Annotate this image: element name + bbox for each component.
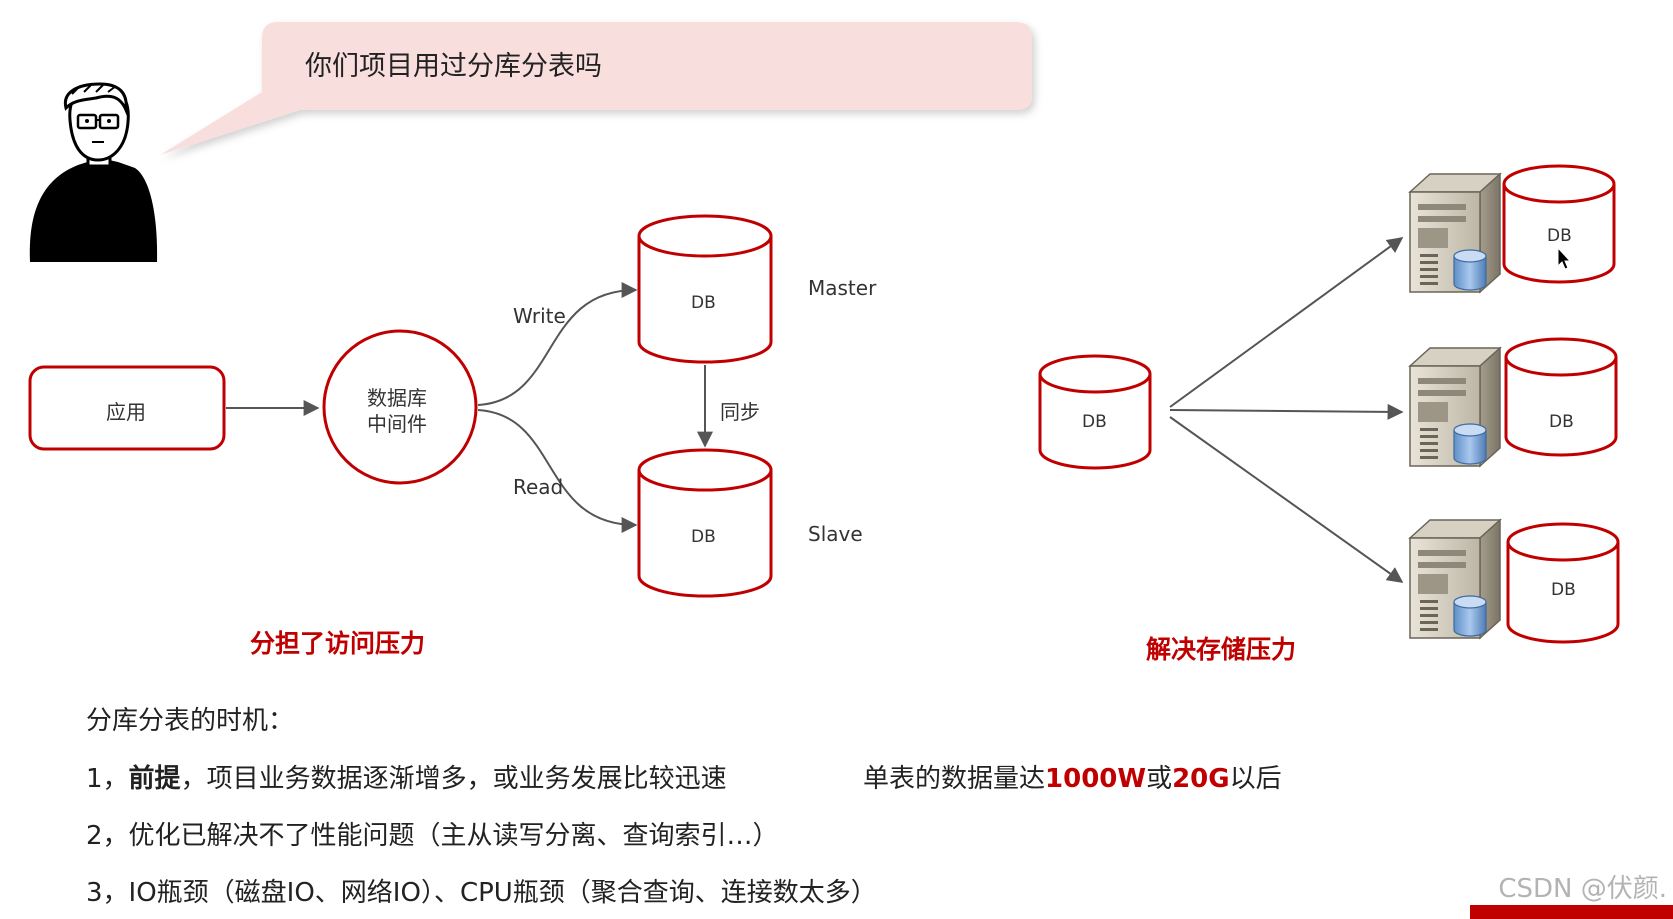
notes-item-3: 3，IO瓶颈（磁盘IO、网络IO）、CPU瓶颈（聚合查询、连接数太多）: [86, 878, 877, 908]
notes-heading: 分库分表的时机：: [86, 706, 295, 736]
notes-item-1: 1，前提，项目业务数据逐渐增多，或业务发展比较迅速: [86, 758, 727, 795]
threshold-text-3: 以后: [1229, 764, 1282, 794]
read-label: Read: [513, 475, 564, 499]
shard-db-cylinder: [1506, 522, 1620, 644]
threshold-rows: 1000W: [1045, 764, 1147, 794]
left-caption: 分担了访问压力: [250, 629, 426, 658]
notes-item-1-threshold: 单表的数据量达1000W或20G以后: [863, 758, 1282, 795]
threshold-size: 20G: [1172, 764, 1230, 794]
sync-label: 同步: [720, 400, 760, 424]
middleware-label-line2: 中间件: [367, 412, 427, 436]
shard-arrow-top: [1169, 237, 1404, 408]
corner-decoration: [1470, 905, 1673, 919]
shard-db-label: DB: [1547, 226, 1572, 246]
notes-item-1-text: ，项目业务数据逐渐增多，或业务发展比较迅速: [180, 764, 727, 794]
slave-db-label: DB: [691, 527, 716, 547]
read-arrow: [477, 409, 638, 533]
app-box: [28, 365, 226, 451]
shard-arrow-middle: [1169, 403, 1404, 420]
shard-db-label: DB: [1549, 412, 1574, 432]
notes-item-1-bold: 前提: [128, 764, 181, 794]
source-db-cylinder: [1038, 354, 1152, 470]
master-db-cylinder: [637, 214, 773, 364]
middleware-label-line1: 数据库: [367, 386, 427, 410]
shard-db-label: DB: [1551, 580, 1576, 600]
shard-db-cylinder: [1504, 337, 1618, 457]
slave-db-cylinder: [637, 448, 773, 598]
speech-bubble: [160, 22, 1032, 155]
right-caption: 解决存储压力: [1146, 635, 1297, 664]
shard-arrow-bottom: [1169, 416, 1404, 583]
master-label: Master: [808, 276, 877, 300]
server-icon: [1409, 347, 1501, 467]
middleware-circle: [322, 329, 478, 485]
person-icon: [29, 82, 158, 262]
mouse-cursor-icon: [1557, 246, 1572, 270]
shard-db-cylinder: [1502, 164, 1616, 284]
app-label: 应用: [106, 400, 146, 424]
server-icon: [1409, 173, 1501, 293]
notes-item-1-prefix: 1，: [86, 764, 129, 794]
slave-label: Slave: [808, 522, 863, 546]
write-label: Write: [513, 304, 566, 328]
threshold-text-2: 或: [1146, 764, 1173, 794]
notes-item-2: 2，优化已解决不了性能问题（主从读写分离、查询索引…）: [86, 821, 779, 851]
write-arrow: [477, 282, 638, 406]
master-db-label: DB: [691, 293, 716, 313]
server-icon: [1409, 519, 1501, 639]
source-db-label: DB: [1082, 412, 1107, 432]
speech-question: 你们项目用过分库分表吗: [305, 51, 602, 82]
watermark: CSDN @伏颜.: [1498, 874, 1667, 904]
threshold-text-1: 单表的数据量达: [863, 764, 1046, 794]
